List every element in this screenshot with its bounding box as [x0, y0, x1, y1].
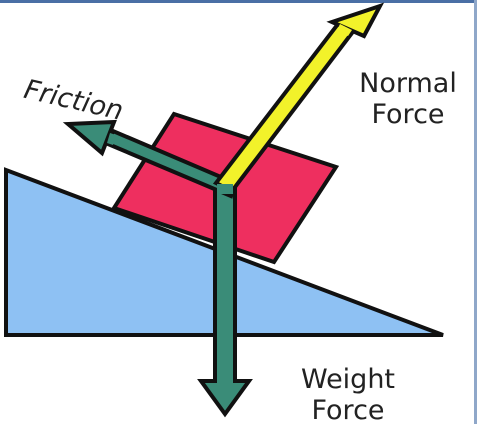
top-frame-line	[0, 0, 477, 3]
right-frame-line	[474, 0, 477, 424]
weight-force-label: Weight Force	[300, 364, 396, 426]
normal-force-label: Normal Force	[359, 68, 457, 130]
weight-force-arrow	[197, 181, 253, 418]
arrow-junction	[217, 184, 233, 194]
